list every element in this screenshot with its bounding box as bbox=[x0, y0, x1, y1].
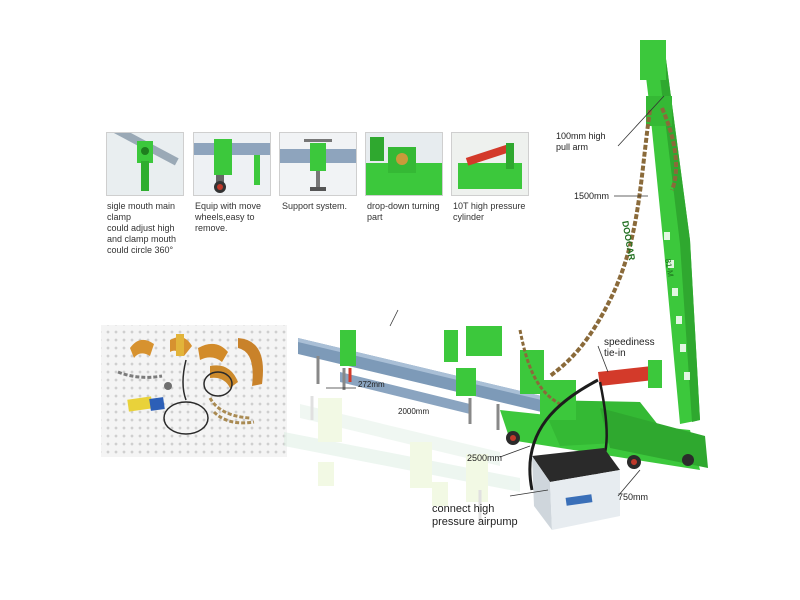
pull-arm-label: 100mm high pull arm bbox=[556, 131, 606, 152]
tower-height-label: 1500mm bbox=[574, 191, 610, 201]
thumb-drop-down-part bbox=[365, 132, 443, 196]
airpump-callout: connect high pressure airpump bbox=[432, 503, 518, 528]
thumb-move-wheels bbox=[193, 132, 271, 196]
caption-support-system: Support system. bbox=[282, 201, 348, 211]
clamp-gap-label: 272mm bbox=[358, 380, 385, 389]
beam-length-label: 2000mm bbox=[398, 407, 430, 416]
caption-move-wheels: Equip with move wheels,easy to remove. bbox=[195, 201, 262, 233]
caption-hydraulic-cylinder: 10T high pressure cylinder bbox=[453, 201, 526, 222]
tie-in-callout: speediness tie-in bbox=[604, 337, 655, 359]
thumb-hydraulic-cylinder bbox=[451, 132, 529, 196]
thumb-support-system bbox=[279, 132, 357, 196]
tower-brand: DOOCAR bbox=[620, 220, 637, 262]
caption-main-clamp: sigle mouth main clamp could adjust high… bbox=[107, 201, 177, 255]
frame-width-label: 750mm bbox=[618, 492, 649, 502]
caption-drop-down-part: drop-down turning part bbox=[367, 201, 440, 222]
frame-length-label: 2500mm bbox=[467, 453, 503, 463]
thumb-main-clamp bbox=[106, 132, 184, 196]
tower-model: 81-M bbox=[663, 258, 676, 278]
